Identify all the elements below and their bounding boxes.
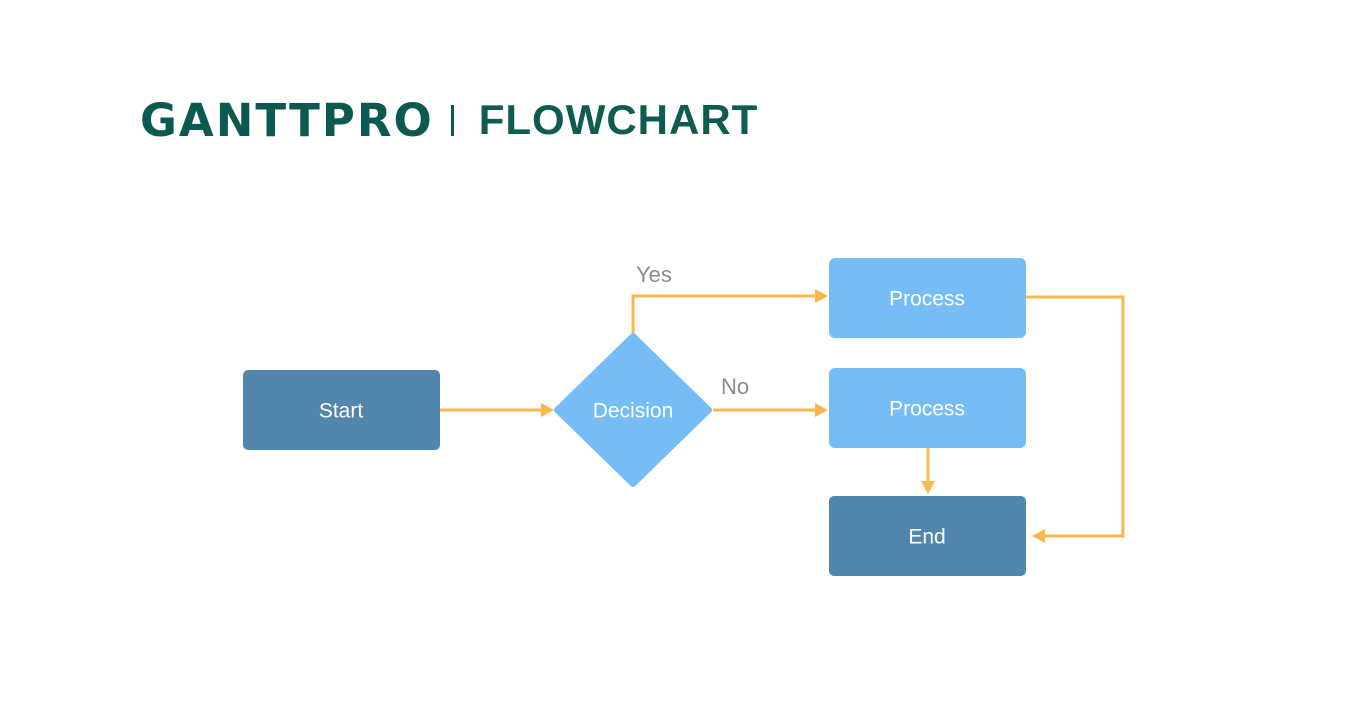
node-process-bottom bbox=[829, 368, 1026, 448]
edge-label-yes: Yes bbox=[636, 262, 672, 287]
node-process-top-label: Process bbox=[889, 288, 965, 311]
node-decision-label: Decision bbox=[593, 400, 674, 423]
node-process-bottom-label: Process bbox=[889, 398, 965, 421]
edge-label-no: No bbox=[721, 374, 749, 399]
arrowhead-into-end-top bbox=[921, 481, 935, 494]
node-start-label: Start bbox=[319, 400, 364, 423]
edge-decision-yes bbox=[631, 294, 815, 333]
header-divider bbox=[450, 104, 454, 136]
page-title: FLOWCHART bbox=[478, 96, 759, 143]
arrowhead-into-process-bottom bbox=[815, 403, 828, 417]
node-decision bbox=[554, 333, 712, 487]
header: GANTTPRO FLOWCHART bbox=[140, 94, 758, 146]
arrowhead-into-decision bbox=[541, 403, 554, 417]
ganttpro-logo: GANTTPRO bbox=[140, 93, 434, 147]
arrowhead-into-process-top bbox=[815, 289, 828, 303]
node-end bbox=[829, 496, 1026, 576]
edge-process-return-to-end bbox=[1026, 295, 1125, 538]
node-start bbox=[243, 370, 440, 450]
node-process-top bbox=[829, 258, 1026, 338]
node-end-label: End bbox=[908, 526, 945, 549]
arrowhead-into-end-right bbox=[1032, 529, 1045, 543]
